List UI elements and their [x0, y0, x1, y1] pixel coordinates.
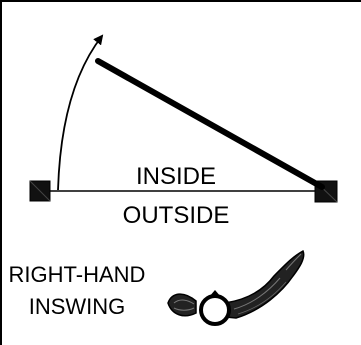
inside-label: INSIDE: [136, 163, 216, 190]
lever-handle-icon: [167, 249, 305, 326]
swing-arc-arrow-icon: [57, 34, 104, 191]
outside-label: OUTSIDE: [123, 202, 230, 229]
handing-label-line1: RIGHT-HAND: [9, 262, 146, 287]
handing-label-line2: INSWING: [29, 294, 126, 319]
hinge-icon-detail: [29, 180, 51, 202]
door-leaf: [95, 58, 325, 190]
